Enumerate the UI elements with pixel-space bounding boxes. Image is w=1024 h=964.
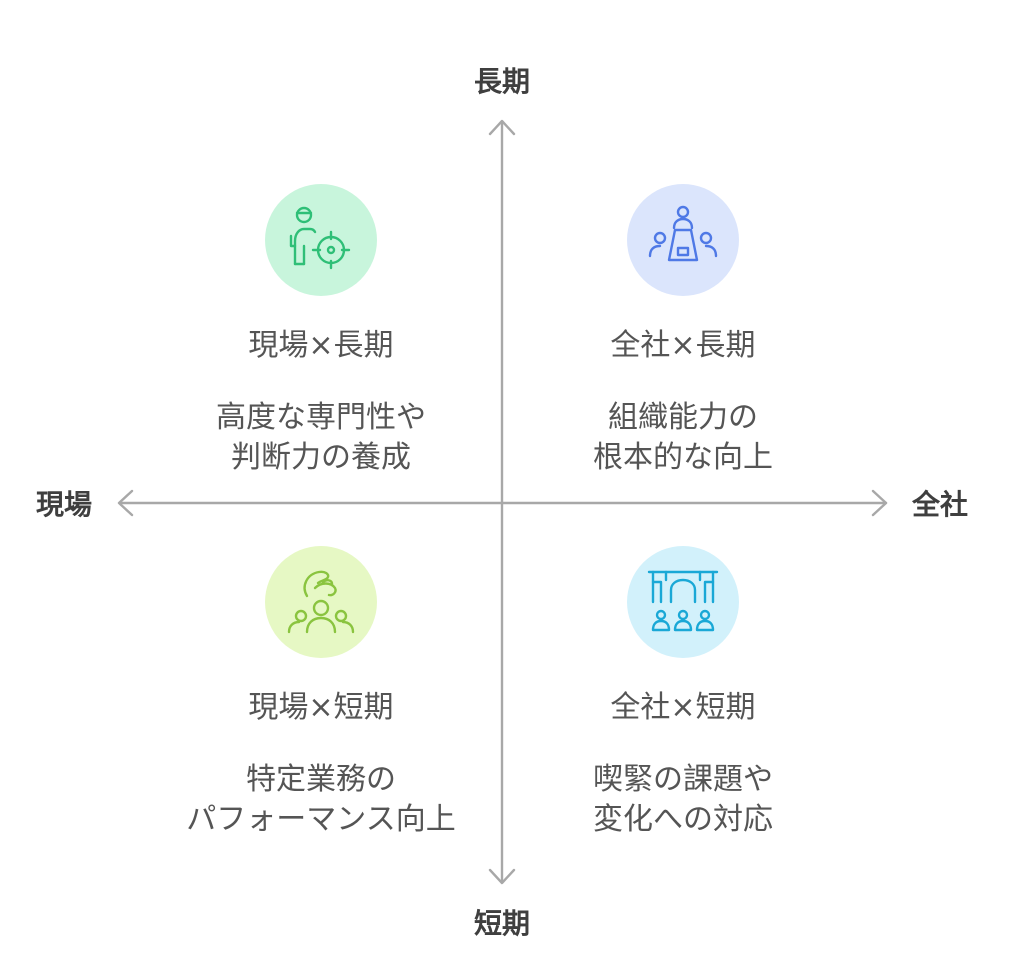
quadrant-title: 現場×短期 [248,690,394,725]
team-hand-icon [287,570,355,634]
quadrant-title: 現場×長期 [248,328,394,363]
description-line: パフォーマンス向上 [186,801,456,837]
group-whiteboard-icon [647,570,719,632]
description-line: 変化への対応 [593,801,773,837]
person-target-icon [289,206,351,270]
quadrant-title: 全社×長期 [610,328,756,363]
description-line: 組織能力の [608,400,758,435]
quadrant-title: 全社×短期 [610,690,756,725]
meeting-table-icon [648,205,718,262]
quadrant-description: 喫緊の課題や 変化への対応 [523,760,843,840]
quadrant-description: 高度な専門性や 判断力の養成 [161,398,481,478]
description-line: 判断力の養成 [231,439,411,475]
quadrant-description: 組織能力の 根本的な向上 [523,398,843,478]
description-line: 喫緊の課題や [593,762,773,797]
quadrant-bottom-right: 全社×短期 喫緊の課題や 変化への対応 [523,546,843,840]
quadrant-top-right: 全社×長期 組織能力の 根本的な向上 [523,184,843,478]
arrow-up-icon [488,119,516,136]
axis-label-right: 全社 [911,488,969,521]
axis-label-top: 長期 [473,65,531,98]
description-line: 高度な専門性や [216,400,426,435]
quadrant-description: 特定業務の パフォーマンス向上 [161,760,481,840]
description-line: 根本的な向上 [593,439,773,475]
icon-circle [265,184,377,296]
arrow-right-icon [871,489,888,517]
quadrant-top-left: 現場×長期 高度な専門性や 判断力の養成 [161,184,481,478]
icon-circle [627,184,739,296]
arrow-down-icon [488,868,516,885]
description-line: 特定業務の [246,762,396,797]
icon-circle [627,546,739,658]
arrow-left-icon [117,489,134,517]
quadrant-bottom-left: 現場×短期 特定業務の パフォーマンス向上 [161,546,481,840]
axis-label-bottom: 短期 [473,907,531,940]
icon-circle [265,546,377,658]
axis-label-left: 現場 [35,488,93,521]
